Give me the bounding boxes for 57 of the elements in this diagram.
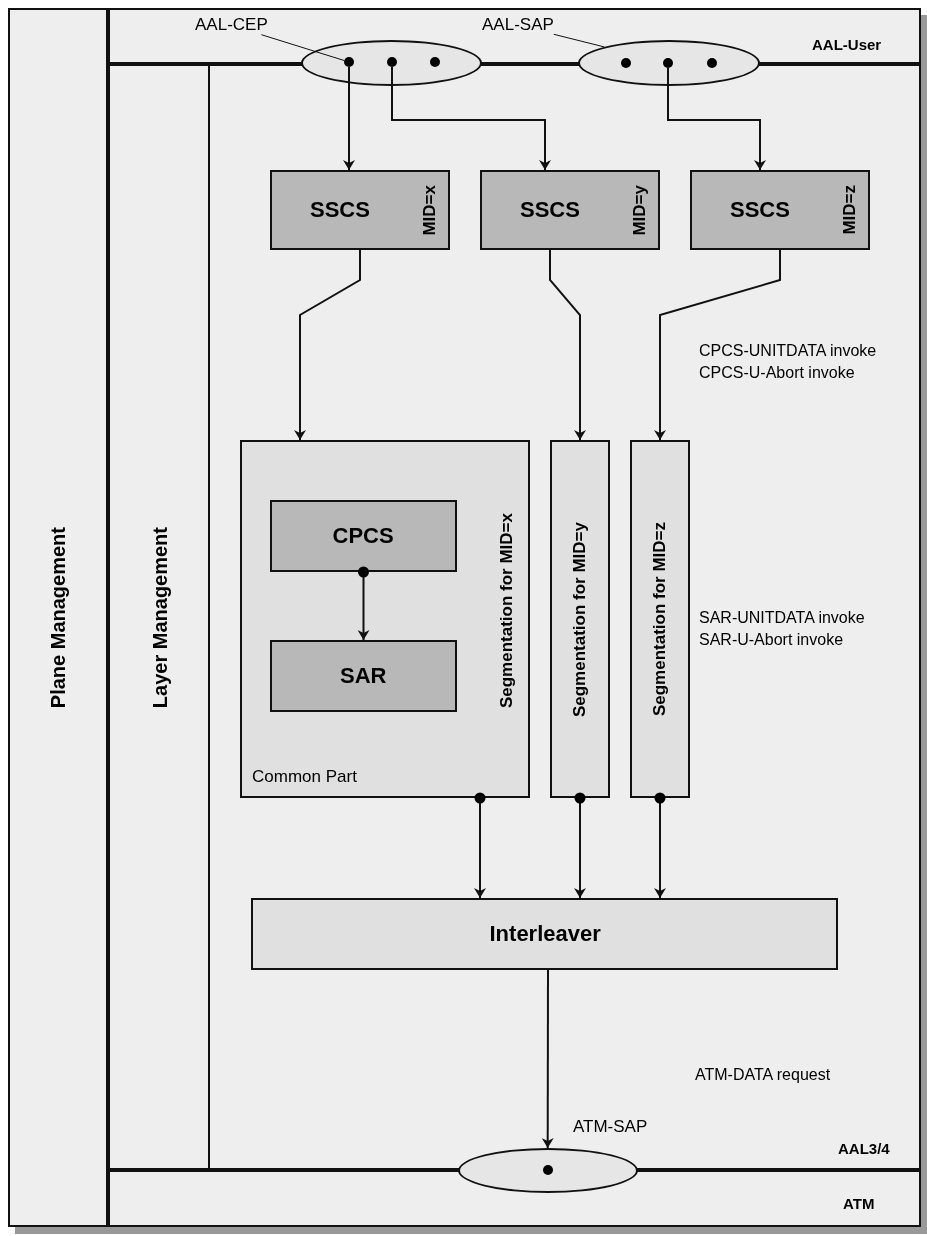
block-title: SSCS	[520, 198, 580, 223]
arrow	[654, 249, 781, 441]
primitive-label: SAR-UNITDATA invoke	[699, 609, 865, 627]
band-title: Plane Management	[47, 526, 69, 708]
connection-dot	[707, 58, 717, 68]
band-title: AAL3/4	[838, 1141, 890, 1158]
primitive-label: SAR-U-Abort invoke	[699, 631, 844, 649]
callout-label: AAL-CEP	[195, 16, 268, 35]
atm-layer-band	[108, 1170, 921, 1227]
block-title: CPCS	[332, 524, 394, 549]
common-part-box	[240, 440, 530, 798]
block-title: SSCS	[310, 198, 370, 223]
band-title: Layer Management	[149, 526, 171, 708]
band-title: AAL-User	[812, 37, 882, 54]
block-title: Interleaver	[489, 922, 601, 947]
mid-label: MID=x	[420, 184, 440, 236]
connection-dot	[430, 57, 440, 67]
arrow	[574, 792, 586, 899]
leader-line	[260, 34, 345, 61]
segmentation-label: Segmentation for MID=y	[570, 521, 590, 717]
arrow	[343, 66, 355, 171]
arrow	[654, 792, 666, 899]
sscs-box	[690, 170, 870, 250]
band-title: ATM	[843, 1196, 875, 1213]
connection-dot	[543, 1165, 553, 1175]
interleaver-box	[251, 898, 838, 970]
connection-dot	[621, 58, 631, 68]
arrow	[541, 969, 554, 1149]
sscs-box	[270, 170, 450, 250]
arrow	[357, 566, 370, 641]
function-box	[270, 640, 457, 712]
common-part-label: Common Part	[252, 768, 357, 787]
callout-label: AAL-SAP	[482, 16, 554, 35]
connection-dot	[387, 57, 397, 67]
leader-line	[553, 33, 605, 48]
segmentation-box	[550, 440, 610, 798]
connection-dot	[344, 57, 354, 67]
primitive-label: CPCS-U-Abort invoke	[699, 364, 855, 382]
mid-label: MID=y	[630, 184, 650, 236]
primitive-label: CPCS-UNITDATA invoke	[699, 342, 877, 360]
primitive-label: ATM-DATA request	[695, 1066, 831, 1084]
block-title: SAR	[340, 664, 387, 689]
sap-label: ATM-SAP	[573, 1118, 648, 1137]
arrow	[474, 792, 486, 899]
sscs-box	[480, 170, 660, 250]
function-box	[270, 500, 457, 572]
segmentation-label: Segmentation for MID=z	[650, 522, 670, 717]
connection-dot	[663, 58, 673, 68]
arrow	[549, 249, 586, 441]
block-title: SSCS	[730, 198, 790, 223]
arrow	[294, 249, 361, 441]
arrow	[391, 66, 551, 171]
layer-region	[108, 64, 921, 1170]
mid-label: MID=z	[840, 185, 860, 235]
segmentation-label: Segmentation for MID=x	[497, 512, 517, 708]
segmentation-box	[630, 440, 690, 798]
arrow	[667, 67, 766, 171]
